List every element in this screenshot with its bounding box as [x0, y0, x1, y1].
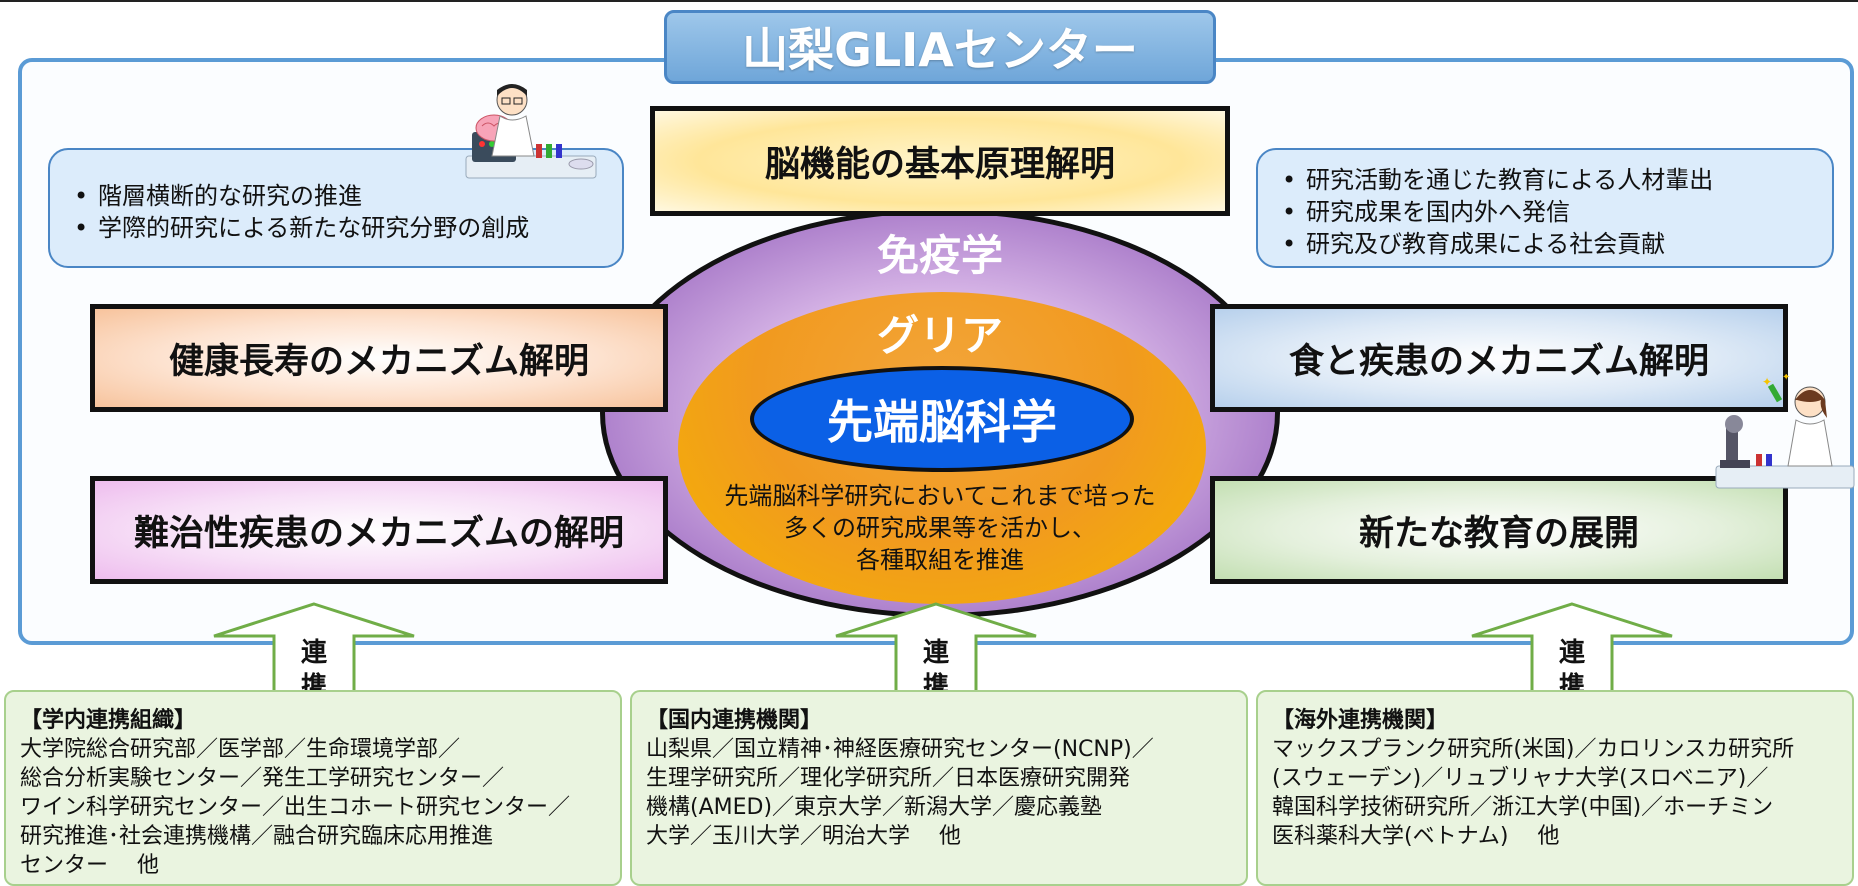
svg-text:✦: ✦ — [1782, 374, 1790, 383]
goal-item: 階層横断的な研究の推進 — [50, 180, 622, 212]
core-description-line: 先端脳科学研究においてこれまで培った — [724, 482, 1156, 510]
theme-intractable-disease: 難治性疾患のメカニズムの解明 — [90, 476, 668, 584]
partner-line: 総合分析実験センター／発生工学研究センター／ — [20, 766, 505, 791]
partner-line: 韓国科学技術研究所／浙江大学(中国)／ホーチミン — [1272, 795, 1774, 820]
immunology-label: 免疫学 — [876, 231, 1003, 280]
partner-box-overseas: 【海外連携機関】 マックスプランク研究所(米国)／カロリンスカ研究所 (スウェー… — [1256, 690, 1854, 886]
theme-label: 脳機能の基本原理解明 — [764, 144, 1115, 185]
partner-line: 山梨県／国立精神･神経医療研究センター(NCNP)／ — [646, 737, 1154, 762]
partner-line: 研究推進･社会連携機構／融合研究臨床応用推進 — [20, 824, 494, 849]
arrow-label-char: 連 — [1558, 638, 1585, 668]
scientist-with-brain-illustration — [465, 84, 597, 179]
arrow-label-char: 連 — [922, 638, 949, 668]
scientist-with-microscope-illustration: ✦ ✦ — [1715, 374, 1855, 489]
core-description-line: 各種取組を推進 — [856, 546, 1024, 574]
partner-line: 大学院総合研究部／医学部／生命環境学部／ — [20, 737, 461, 762]
partner-line: (スウェーデン)／リュブリャナ大学(スロベニア)／ — [1272, 766, 1769, 791]
goal-item: 研究及び教育成果による社会貢献 — [1258, 228, 1832, 260]
theme-healthy-longevity: 健康長寿のメカニズム解明 — [90, 304, 668, 412]
theme-brain-function: 脳機能の基本原理解明 — [650, 106, 1230, 216]
theme-label: 食と疾患のメカニズム解明 — [1288, 341, 1709, 382]
partner-heading: 【海外連携機関】 — [1272, 708, 1449, 733]
center-title: 山梨GLIAセンター — [664, 10, 1216, 84]
theme-food-disease: 食と疾患のメカニズム解明 — [1210, 304, 1788, 412]
goal-item: 研究成果を国内外へ発信 — [1258, 196, 1832, 228]
advanced-neuroscience-label: 先端脳科学 — [827, 395, 1057, 449]
partner-line: 生理学研究所／理化学研究所／日本医療研究開発 — [646, 766, 1131, 791]
advanced-neuroscience-ellipse: 先端脳科学 — [750, 366, 1134, 472]
theme-label: 難治性疾患のメカニズムの解明 — [133, 513, 624, 554]
partner-line: 医科薬科大学(ベトナム) 他 — [1272, 824, 1560, 849]
arrow-label-char: 連 — [300, 638, 327, 668]
partner-box-domestic: 【国内連携機関】 山梨県／国立精神･神経医療研究センター(NCNP)／ 生理学研… — [630, 690, 1248, 886]
partner-line: 大学／玉川大学／明治大学 他 — [646, 824, 961, 849]
top-rule — [0, 0, 1858, 2]
theme-label: 健康長寿のメカニズム解明 — [168, 341, 589, 382]
core-description: 先端脳科学研究においてこれまで培った 多くの研究成果等を活かし、 各種取組を推進 — [690, 480, 1190, 576]
partner-line: マックスプランク研究所(米国)／カロリンスカ研究所 — [1272, 737, 1795, 762]
glia-label: グリア — [876, 311, 1003, 360]
goal-item: 学際的研究による新たな研究分野の創成 — [50, 212, 622, 244]
core-description-line: 多くの研究成果等を活かし、 — [784, 514, 1096, 542]
theme-education: 新たな教育の展開 — [1210, 476, 1788, 584]
partner-line: センター 他 — [20, 853, 159, 878]
partner-heading: 【国内連携機関】 — [646, 708, 823, 733]
goals-right-box: 研究活動を通じた教育による人材輩出 研究成果を国内外へ発信 研究及び教育成果によ… — [1256, 148, 1834, 268]
goal-item: 研究活動を通じた教育による人材輩出 — [1258, 164, 1832, 196]
partner-box-internal: 【学内連携組織】 大学院総合研究部／医学部／生命環境学部／ 総合分析実験センター… — [4, 690, 622, 886]
partner-heading: 【学内連携組織】 — [20, 708, 197, 733]
theme-label: 新たな教育の展開 — [1358, 513, 1639, 554]
partner-line: ワイン科学研究センター／出生コホート研究センター／ — [20, 795, 571, 820]
svg-text:✦: ✦ — [1762, 375, 1772, 389]
partner-line: 機構(AMED)／東京大学／新潟大学／慶応義塾 — [646, 795, 1103, 820]
